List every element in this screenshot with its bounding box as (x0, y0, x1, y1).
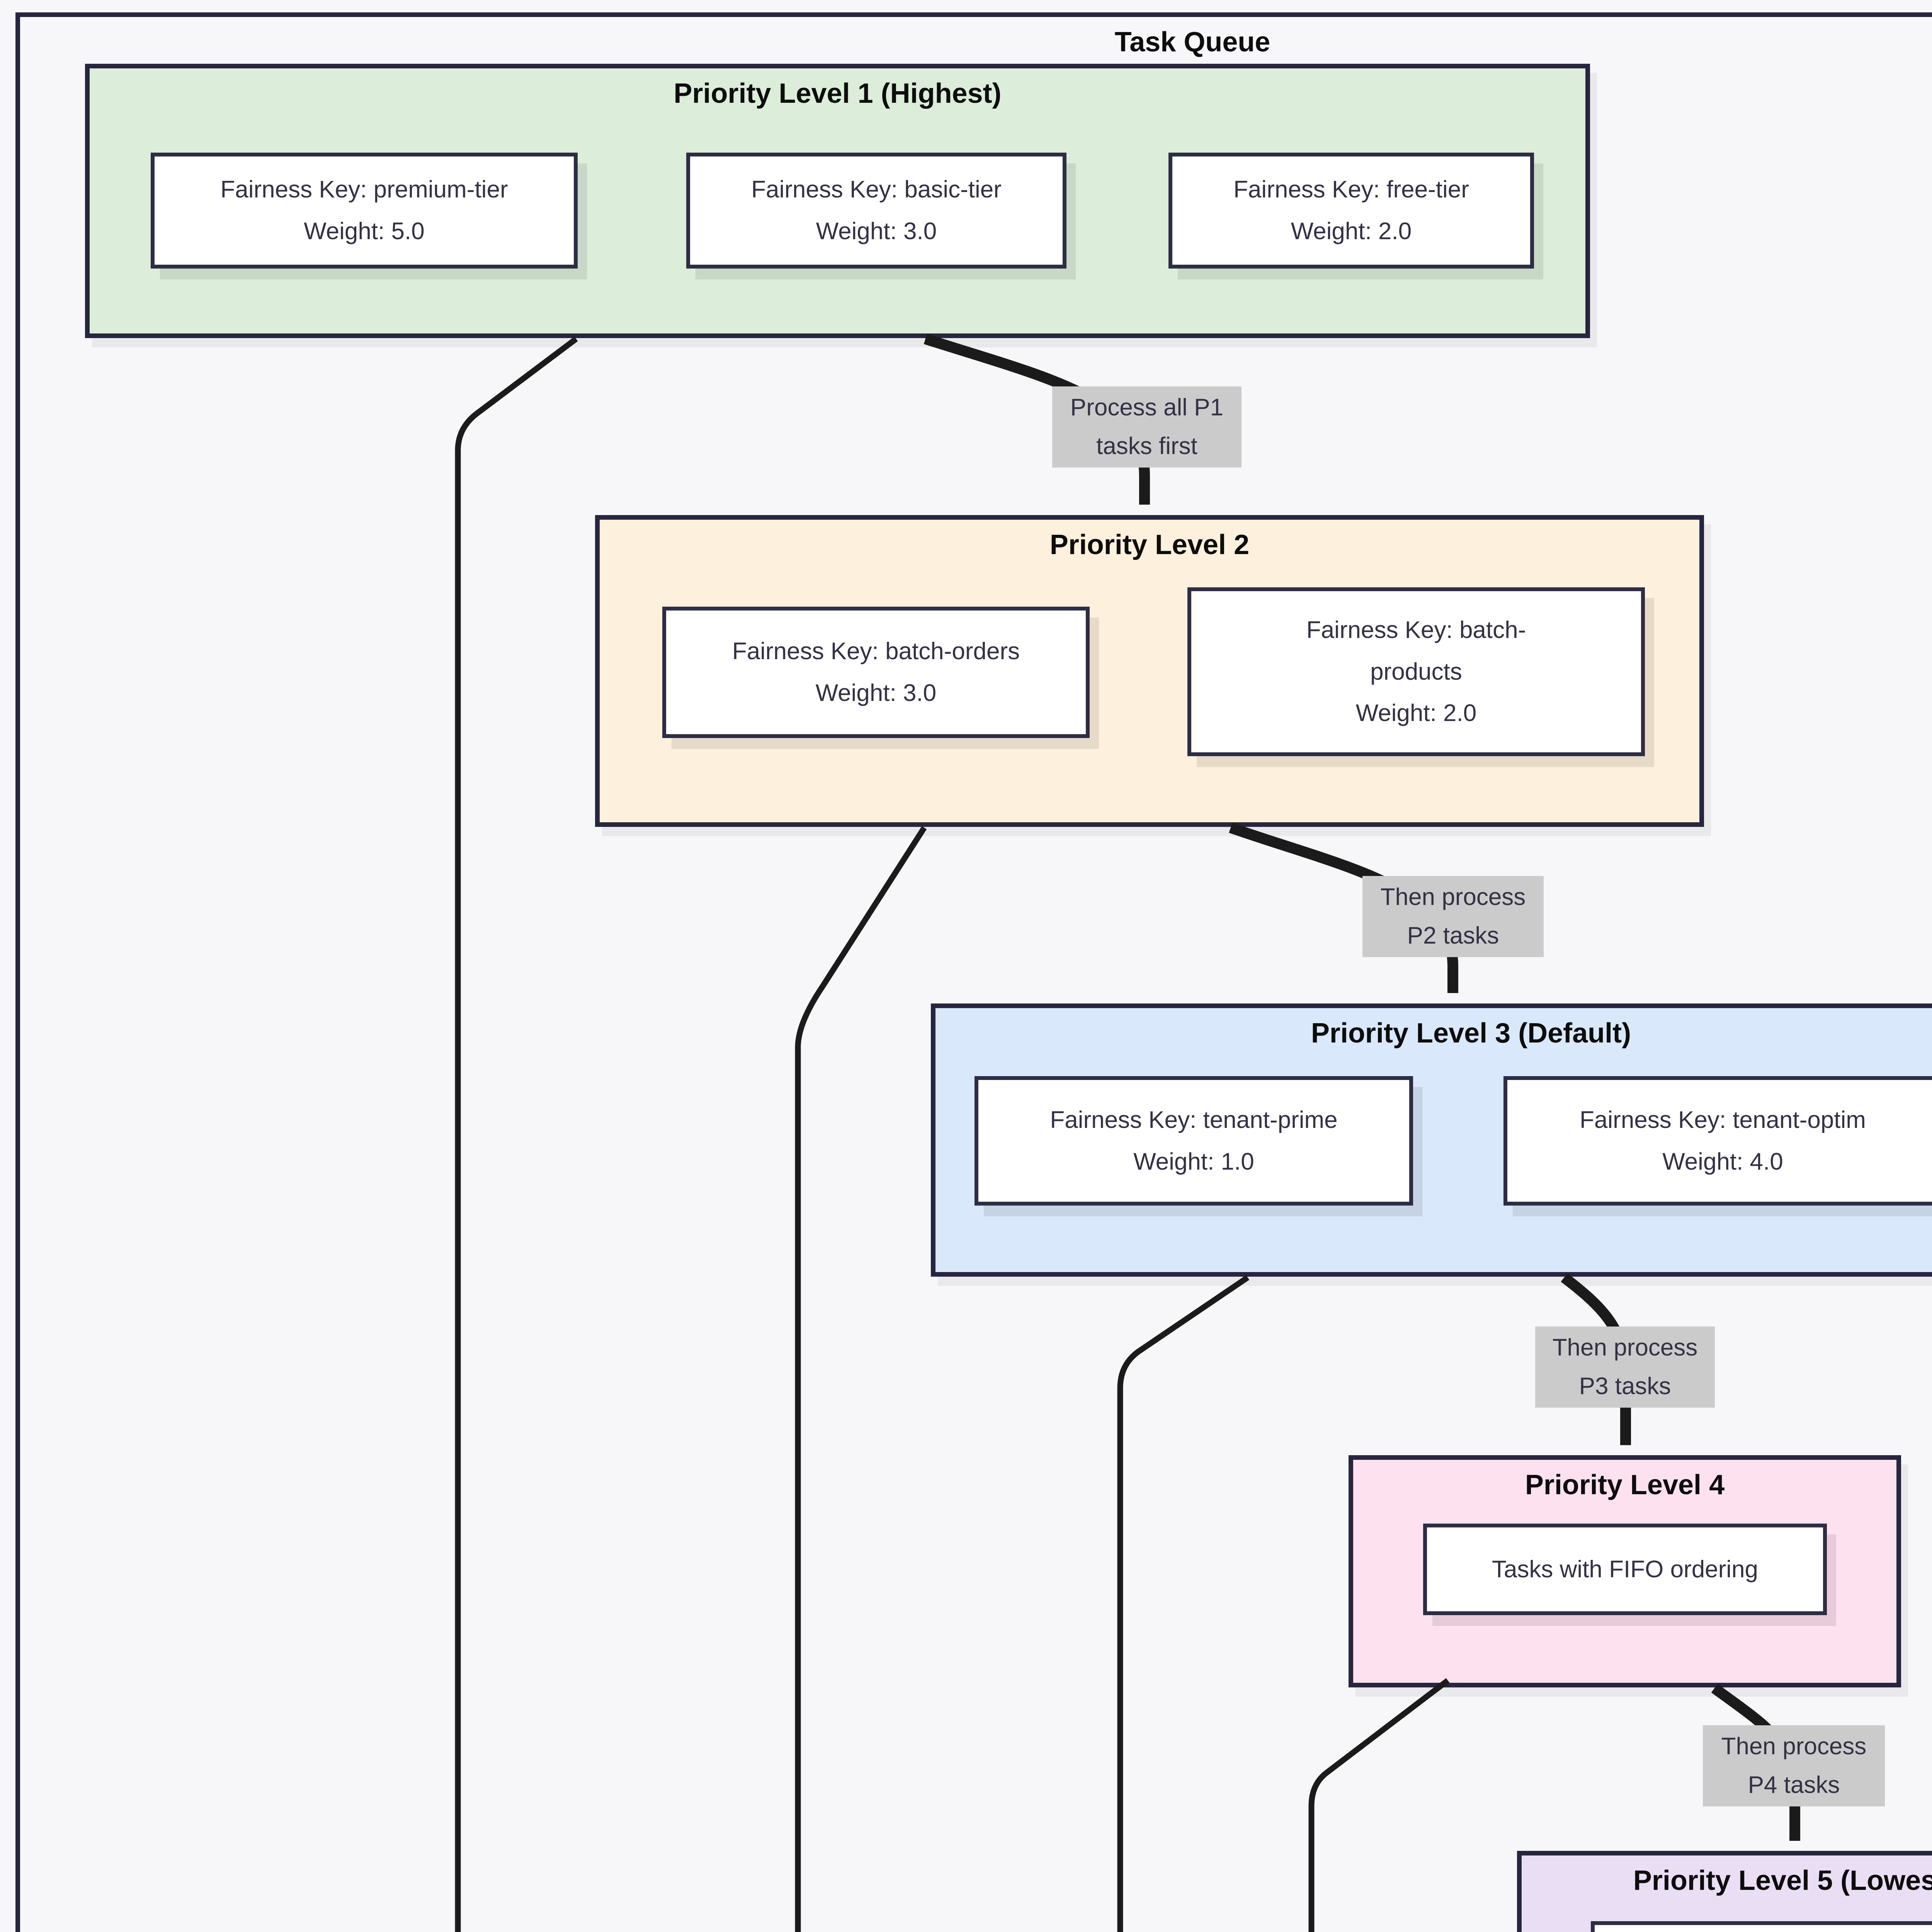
node-text-line: Fairness Key: batch- (1306, 616, 1526, 643)
node-batch-products: Fairness Key: batch- products Weight: 2.… (1187, 587, 1645, 756)
node-text-line: Weight: 2.0 (1291, 218, 1412, 245)
node-p5-fifo-tasks: Tasks with FIFO ordering (1591, 1921, 1932, 1932)
cluster-priority-level-2-title: Priority Level 2 (1049, 529, 1250, 560)
edge-label-line: P4 tasks (1748, 1772, 1840, 1798)
edge-label-p3-p4: Then process P3 tasks (1535, 1327, 1715, 1408)
node-text-line: Fairness Key: free-tier (1233, 176, 1469, 203)
node-text-line: Fairness Key: premium-tier (220, 176, 508, 203)
node-text-line: Weight: 3.0 (815, 680, 937, 706)
edge-label-p2-p3: Then process P2 tasks (1362, 876, 1544, 957)
node-text-line: Fairness Key: batch-orders (732, 638, 1020, 665)
node-tenant-prime: Fairness Key: tenant-prime Weight: 1.0 (975, 1076, 1413, 1206)
cluster-task-queue-title: Task Queue (1114, 27, 1270, 58)
edge-label-line: Then process (1380, 883, 1526, 910)
node-premium-tier: Fairness Key: premium-tier Weight: 5.0 (151, 153, 578, 269)
node-text-line: Weight: 2.0 (1355, 700, 1477, 727)
node-batch-orders: Fairness Key: batch-orders Weight: 3.0 (662, 607, 1090, 738)
edge-label-line: Process all P1 (1070, 394, 1224, 421)
node-free-tier: Fairness Key: free-tier Weight: 2.0 (1168, 153, 1534, 269)
edge-label-p4-p5: Then process P4 tasks (1703, 1725, 1885, 1806)
node-text-line: Tasks with FIFO ordering (1492, 1556, 1759, 1583)
node-text-line: Fairness Key: basic-tier (751, 176, 1002, 203)
node-basic-tier: Fairness Key: basic-tier Weight: 3.0 (686, 153, 1066, 269)
edge-label-p1-p2: Process all P1 tasks first (1052, 386, 1242, 468)
cluster-priority-level-5: Priority Level 5 (Lowest) (1517, 1851, 1932, 1932)
node-text-line: Weight: 4.0 (1662, 1148, 1783, 1175)
edge-label-line: Then process (1552, 1334, 1698, 1361)
cluster-priority-level-5-title: Priority Level 5 (Lowest) (1633, 1865, 1932, 1896)
node-text-line: Weight: 3.0 (816, 218, 937, 245)
node-text-line: Fairness Key: tenant-optim (1580, 1106, 1866, 1133)
node-text-line: Weight: 1.0 (1133, 1148, 1254, 1175)
cluster-priority-level-4-title: Priority Level 4 (1525, 1469, 1725, 1500)
node-text-line: Fairness Key: tenant-prime (1050, 1106, 1338, 1133)
node-tenant-optim: Fairness Key: tenant-optim Weight: 4.0 (1503, 1076, 1932, 1206)
node-text-line: products (1370, 658, 1462, 685)
cluster-priority-level-1-title: Priority Level 1 (Highest) (673, 78, 1002, 109)
node-p4-fifo-tasks: Tasks with FIFO ordering (1423, 1524, 1827, 1615)
edge-label-line: Then process (1721, 1733, 1867, 1760)
edge-label-line: P3 tasks (1579, 1373, 1671, 1400)
edge-label-line: tasks first (1096, 433, 1197, 459)
edge-label-line: P2 tasks (1407, 922, 1499, 949)
node-text-line: Weight: 5.0 (304, 218, 425, 245)
cluster-priority-level-3-title: Priority Level 3 (Default) (1311, 1018, 1631, 1049)
